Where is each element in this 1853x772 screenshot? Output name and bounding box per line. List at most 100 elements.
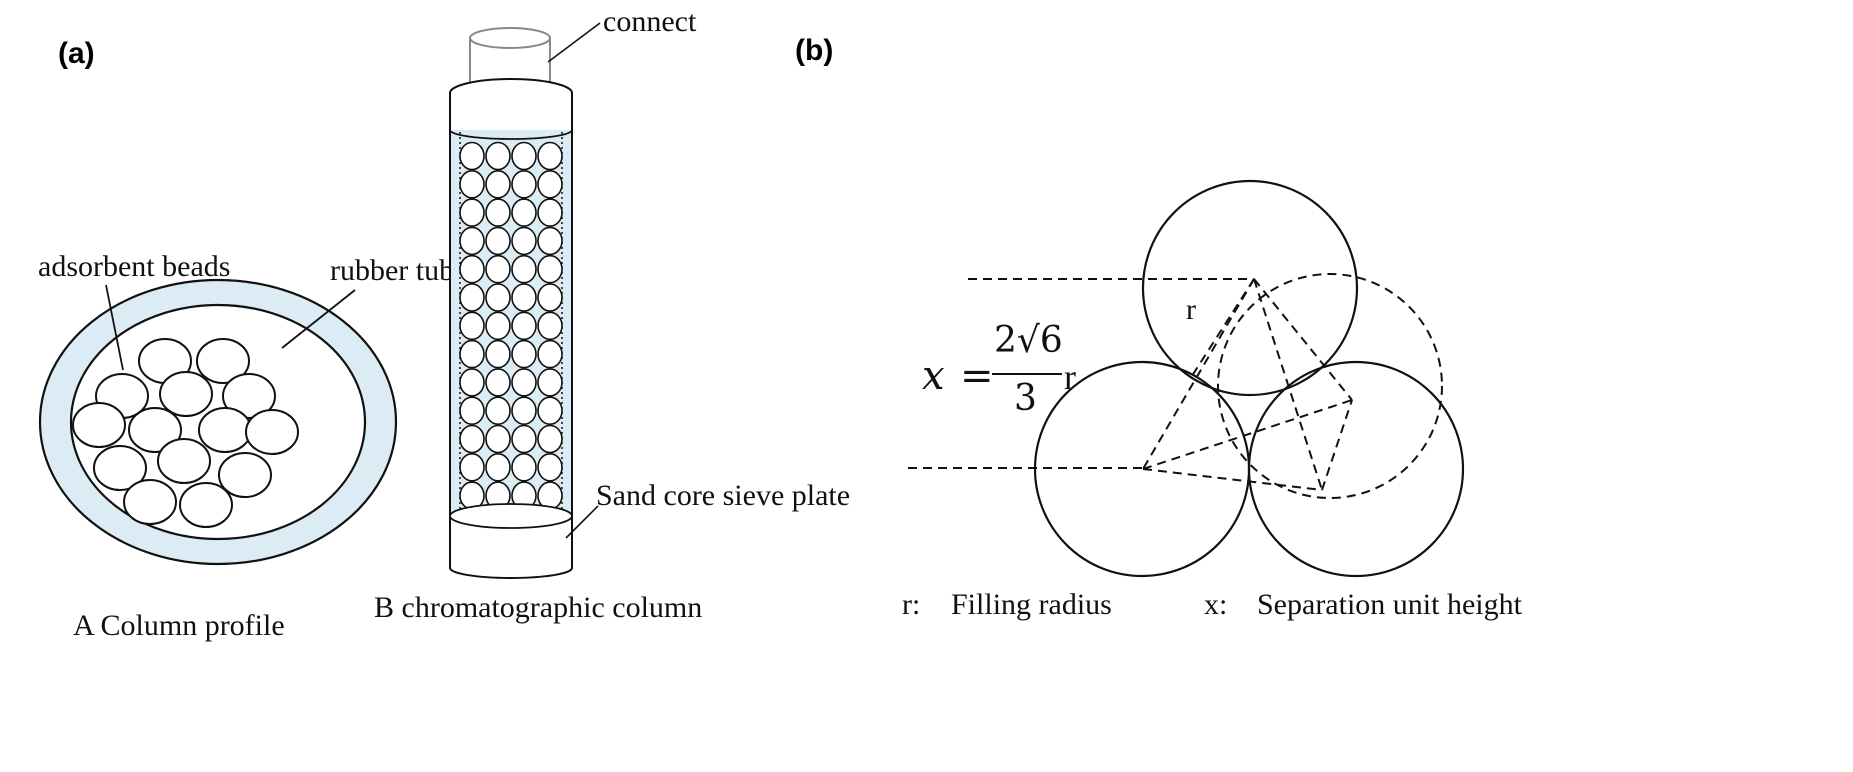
column-bead [511, 226, 537, 256]
profile-bead [123, 479, 177, 525]
column-bead [459, 339, 485, 369]
rubber-tube-label: rubber tube [330, 254, 467, 287]
radius-label: r [1186, 293, 1196, 326]
column-bead [459, 254, 485, 284]
column-profile-caption: A Column profile [73, 609, 285, 642]
formula-equals: = [960, 353, 994, 399]
column-bead [537, 141, 563, 171]
column-bead [485, 424, 511, 454]
edge-left-right [1142, 399, 1353, 470]
column-bead [511, 424, 537, 454]
dashed-sphere [1217, 273, 1443, 499]
legend-radius-symbol: r: [902, 588, 920, 621]
column-bead [459, 283, 485, 312]
column-bead [459, 226, 485, 256]
adsorbent-beads-group [72, 338, 299, 528]
column-bead [485, 226, 511, 256]
profile-bead [93, 445, 147, 491]
panel-a-label: (a) [58, 37, 95, 70]
edge-apex-right [1253, 278, 1353, 401]
formula-numerator: 2√6 [994, 320, 1063, 361]
column-bead [511, 254, 537, 284]
sieve-plate-label: Sand core sieve plate [596, 479, 850, 512]
column-bead [537, 254, 563, 284]
column-bead [459, 368, 485, 397]
column-bead [511, 141, 537, 171]
column-bead [459, 396, 485, 426]
column-bead [485, 283, 511, 312]
panel-b-label: (b) [795, 34, 833, 67]
profile-bead [128, 407, 182, 453]
column-bead [511, 283, 537, 312]
column-bead [511, 311, 537, 341]
adsorbent-beads-label: adsorbent beads [38, 250, 230, 283]
formula-denominator: 3 [1014, 378, 1037, 419]
tetrahedron-edges [1142, 278, 1353, 491]
column-bead [511, 339, 537, 369]
column-bead [459, 141, 485, 171]
profile-bead [196, 338, 250, 384]
column-bead [511, 396, 537, 426]
column-bead [459, 198, 485, 227]
column-bead [485, 198, 511, 227]
sieve-leader-line [565, 505, 599, 539]
column-bead [485, 141, 511, 171]
formula-lhs: x [922, 353, 945, 399]
column-bead [537, 368, 563, 397]
column-bottom-rim [449, 567, 573, 579]
column-bead [537, 396, 563, 426]
legend-height-symbol: x: [1204, 588, 1227, 621]
formula-suffix: r [1064, 357, 1076, 397]
column-beads-group [459, 141, 563, 510]
profile-bead [157, 438, 211, 484]
column-bead [537, 283, 563, 312]
column-bead [485, 452, 511, 482]
edge-left-front [1142, 468, 1323, 491]
chromatographic-column-caption: B chromatographic column [374, 591, 702, 624]
column-bead [511, 198, 537, 227]
connect-leader-line [547, 22, 601, 63]
column-bead [459, 170, 485, 199]
profile-bead [222, 373, 276, 419]
column-bead [537, 198, 563, 227]
packing-geometry-diagram: r x = 2√6 3 r r: Filling radius x: Separ… [902, 179, 1523, 621]
tube-leader-line [281, 289, 356, 349]
column-bead [459, 452, 485, 482]
profile-bead [245, 409, 299, 455]
column-bead [485, 170, 511, 199]
height-formula: x = 2√6 3 r [922, 320, 1076, 419]
column-bead [511, 452, 537, 482]
edge-apex-front [1253, 278, 1323, 491]
column-bead [511, 368, 537, 397]
profile-bead [218, 452, 272, 498]
column-top-band-edge [449, 129, 573, 140]
column-bead [459, 424, 485, 454]
column-top-band [450, 94, 572, 130]
profile-bead [198, 407, 252, 453]
column-profile-diagram: adsorbent beads rubber tube A Column pro… [38, 250, 467, 642]
column-bead [537, 452, 563, 482]
profile-bead [72, 402, 126, 448]
column-bead [485, 254, 511, 284]
top-sphere [1141, 179, 1359, 397]
column-bead [459, 311, 485, 341]
profile-bead [159, 371, 213, 417]
column-bead [485, 368, 511, 397]
column-bead [485, 311, 511, 341]
connector-top [469, 27, 551, 49]
edge-apex-left [1142, 278, 1255, 470]
beads-leader-line [105, 284, 124, 371]
column-bead [485, 396, 511, 426]
profile-bead [179, 482, 233, 528]
chromatographic-column-diagram: connect Sand core sieve plate B chromato… [374, 5, 850, 624]
legend-height-text: Separation unit height [1257, 588, 1523, 621]
column-bead [537, 339, 563, 369]
connect-label: connect [603, 5, 697, 38]
column-bead [537, 424, 563, 454]
edge-apex-inner [1189, 278, 1255, 380]
column-bead [537, 311, 563, 341]
right-sphere [1247, 360, 1465, 578]
sieve-plate [449, 503, 573, 529]
column-bead [485, 339, 511, 369]
